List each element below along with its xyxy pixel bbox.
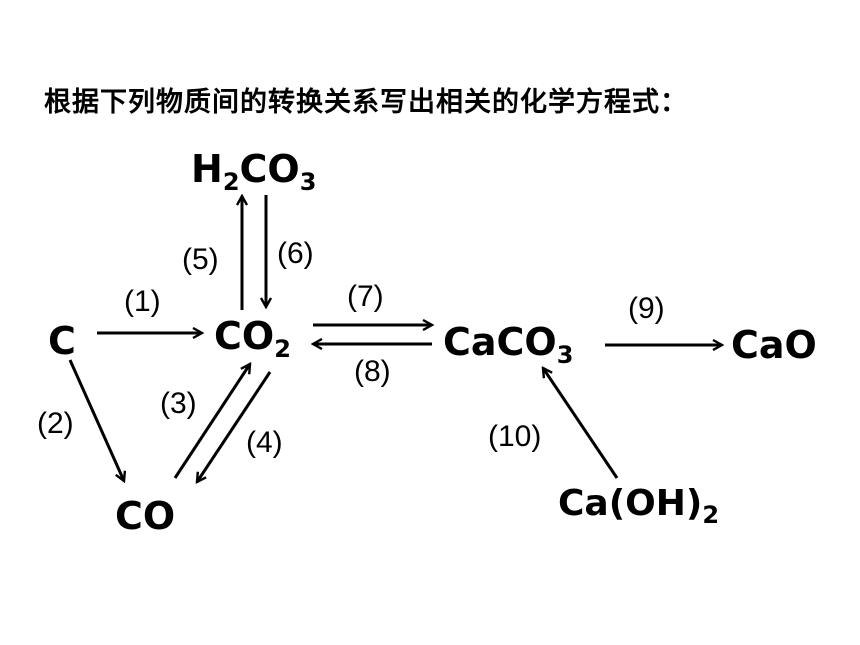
- label-reaction-7: (7): [347, 280, 384, 313]
- label-reaction-5: (5): [182, 243, 219, 276]
- node-cao: CaO: [731, 323, 817, 367]
- arrow-10: [543, 368, 619, 479]
- node-co2: CO2: [214, 314, 291, 363]
- label-reaction-9: (9): [628, 292, 665, 325]
- page-title: 根据下列物质间的转换关系写出相关的化学方程式：: [44, 87, 688, 118]
- label-reaction-10: (10): [488, 420, 542, 453]
- node-caoh2: Ca(OH)2: [558, 483, 720, 529]
- label-reaction-1: (1): [124, 285, 161, 318]
- node-c: C: [48, 319, 76, 363]
- label-reaction-2: (2): [37, 407, 74, 440]
- label-reaction-6: (6): [277, 237, 314, 270]
- arrow-4: [197, 371, 272, 482]
- label-reaction-4: (4): [246, 426, 283, 459]
- node-h2co3: H2CO3: [191, 147, 317, 196]
- label-reaction-8: (8): [354, 355, 391, 388]
- node-co: CO: [115, 494, 176, 538]
- arrow-2: [68, 359, 124, 481]
- label-reaction-3: (3): [160, 387, 197, 420]
- arrow-3: [173, 364, 250, 479]
- node-caco3: CaCO3: [443, 320, 574, 369]
